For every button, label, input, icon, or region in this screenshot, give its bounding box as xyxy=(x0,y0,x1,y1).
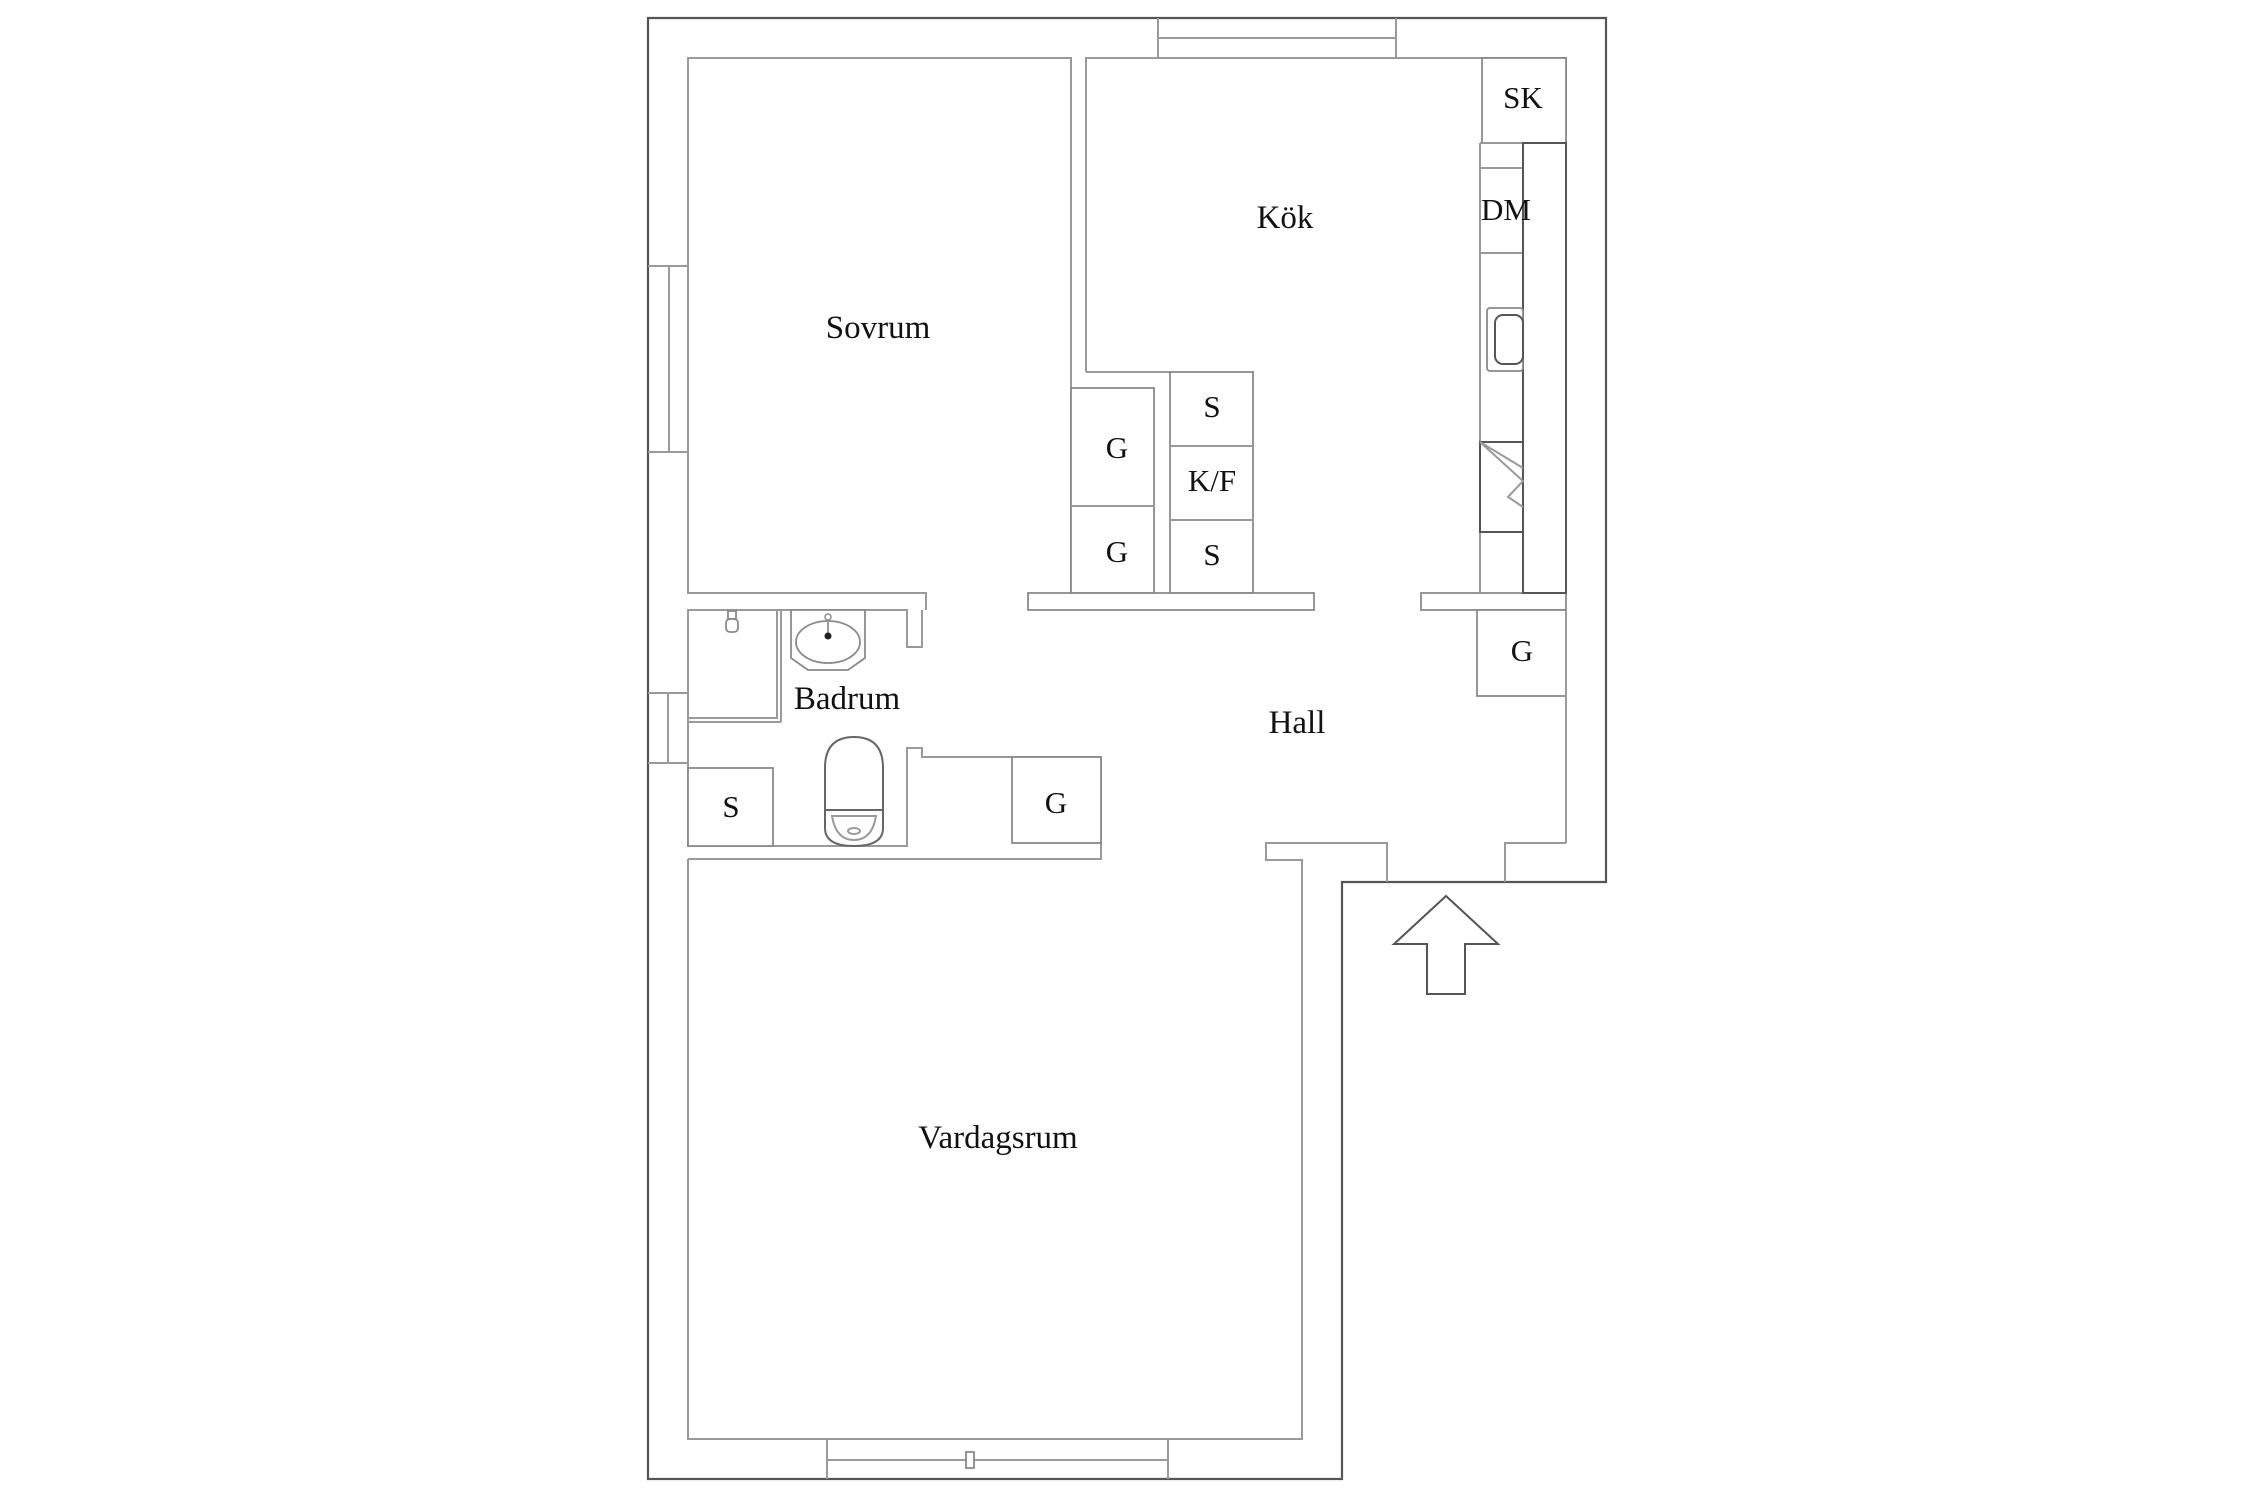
label-closet-g2: G xyxy=(1106,534,1128,569)
label-dm: DM xyxy=(1481,192,1531,227)
label-hall-g: G xyxy=(1511,633,1533,668)
closet-column-left xyxy=(1070,387,1155,594)
outer-wall xyxy=(646,16,1608,1481)
room-label-vardagsrum: Vardagsrum xyxy=(918,1120,1078,1156)
label-closet-g1: G xyxy=(1106,430,1128,465)
window-sovrum xyxy=(648,265,688,453)
room-label-sovrum: Sovrum xyxy=(826,310,931,346)
hall-closet-g xyxy=(1476,609,1567,697)
room-label-kok: Kök xyxy=(1257,200,1314,236)
label-closet-kf: K/F xyxy=(1188,463,1236,498)
room-vardagsrum-walls xyxy=(687,842,1388,1440)
wall-ledge-hall-right xyxy=(1420,592,1567,611)
wall-ledge-kitchen xyxy=(1027,592,1315,611)
badrum-closet-g xyxy=(1011,756,1102,844)
entrance-arrow-icon xyxy=(1391,894,1501,995)
window-vardagsrum xyxy=(826,1439,1169,1479)
shower-head-icon xyxy=(725,610,739,633)
shower-area xyxy=(687,609,782,723)
room-label-hall: Hall xyxy=(1269,705,1326,741)
window-badrum xyxy=(648,692,688,764)
kitchen-counter xyxy=(1479,57,1567,594)
label-badrum-s: S xyxy=(722,789,739,824)
label-closet-s1: S xyxy=(1203,389,1220,424)
label-closet-s2: S xyxy=(1203,537,1220,572)
washbasin-icon xyxy=(790,609,866,671)
door-jamb-right xyxy=(1504,842,1566,882)
window-kitchen-top xyxy=(1157,18,1397,58)
room-sovrum-walls xyxy=(687,57,1072,610)
toilet-icon xyxy=(824,735,884,848)
stove-icon xyxy=(1479,441,1525,533)
label-badrum-g: G xyxy=(1045,785,1067,820)
label-sk: SK xyxy=(1503,80,1543,115)
badrum-closet-s xyxy=(687,767,774,847)
room-label-badrum: Badrum xyxy=(794,681,901,717)
kitchen-sink-icon xyxy=(1486,307,1524,372)
